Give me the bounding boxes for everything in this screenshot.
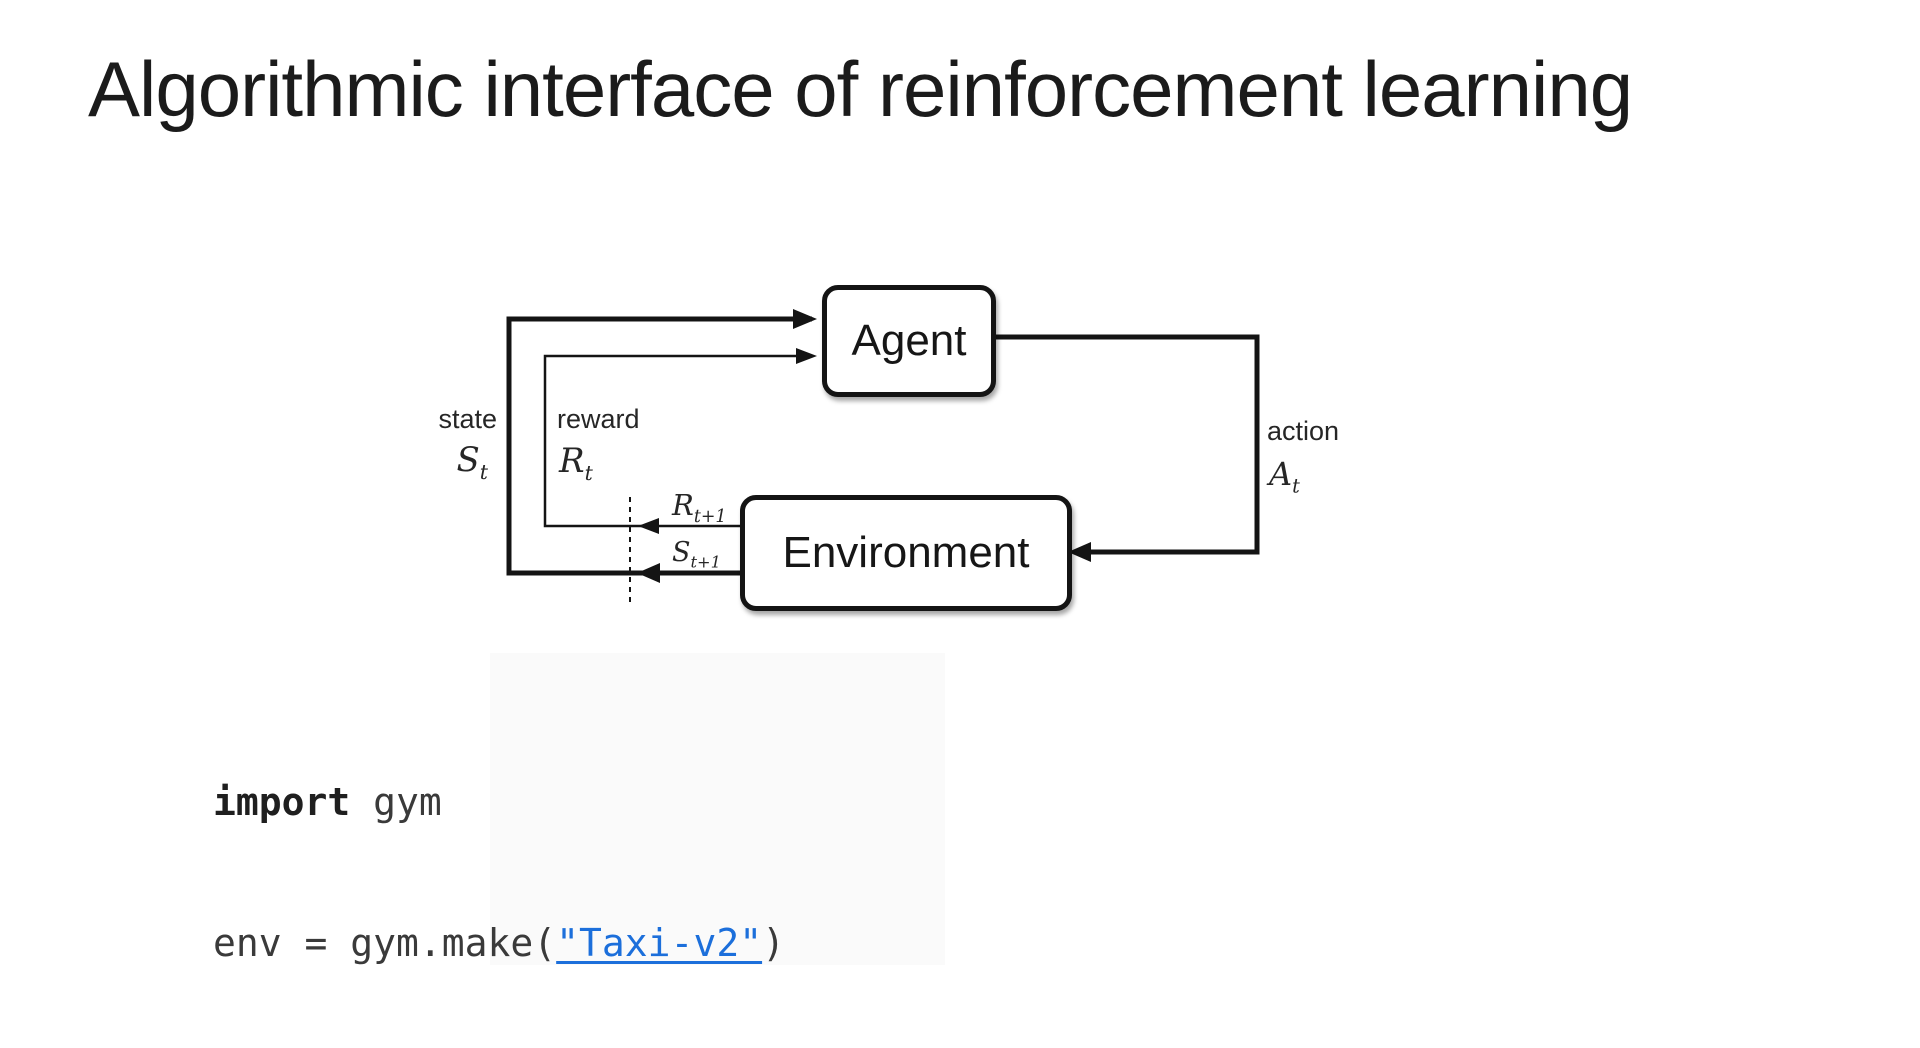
environment-box: Environment bbox=[740, 495, 1072, 611]
next-state-letter: S bbox=[672, 537, 691, 568]
agent-box-label: Agent bbox=[851, 316, 967, 365]
next-state-symbol: St+1 bbox=[672, 537, 721, 572]
action-label: action bbox=[1267, 416, 1340, 446]
taxi-v2-link[interactable]: "Taxi-v2" bbox=[556, 921, 763, 965]
action-symbol-subscript: t bbox=[1292, 474, 1300, 498]
state-symbol-letter: S bbox=[456, 440, 480, 480]
code-text: env = gym.make( bbox=[213, 921, 557, 965]
state-arrowhead bbox=[793, 309, 817, 329]
slide-title: Algorithmic interface of reinforcement l… bbox=[88, 45, 1633, 133]
next-reward-arrowhead bbox=[638, 518, 659, 534]
action-line bbox=[986, 334, 1260, 555]
diagram-lines bbox=[506, 316, 1260, 607]
code-line: env = gym.make("Taxi-v2") bbox=[213, 920, 1448, 967]
diagram-arrowheads bbox=[637, 309, 1091, 583]
reward-label: reward bbox=[557, 404, 640, 434]
reward-arrowhead bbox=[796, 348, 817, 364]
next-state-arrowhead bbox=[637, 563, 660, 583]
code-text: ) bbox=[762, 921, 785, 965]
state-symbol-subscript: t bbox=[479, 459, 488, 484]
reward-symbol-subscript: t bbox=[584, 460, 593, 485]
action-symbol: At bbox=[1269, 455, 1300, 495]
code-snippet: import gym env = gym.make("Taxi-v2") obs… bbox=[213, 685, 1448, 1048]
next-reward-letter: R bbox=[672, 488, 694, 522]
reward-symbol: Rt bbox=[559, 441, 593, 483]
next-state-subscript: t+1 bbox=[690, 552, 721, 572]
agent-box: Agent bbox=[822, 285, 996, 397]
next-reward-subscript: t+1 bbox=[693, 506, 727, 527]
code-line: import gym bbox=[213, 779, 1448, 826]
state-line bbox=[506, 316, 812, 576]
environment-box-label: Environment bbox=[782, 528, 1030, 577]
state-symbol: St bbox=[380, 440, 489, 482]
action-symbol-letter: A bbox=[1269, 455, 1293, 493]
code-text: gym bbox=[350, 780, 442, 824]
reward-symbol-letter: R bbox=[559, 441, 585, 481]
action-arrowhead bbox=[1068, 542, 1091, 562]
state-label: state bbox=[438, 404, 497, 434]
next-reward-symbol: Rt+1 bbox=[672, 488, 726, 525]
code-keyword: import bbox=[213, 780, 351, 824]
